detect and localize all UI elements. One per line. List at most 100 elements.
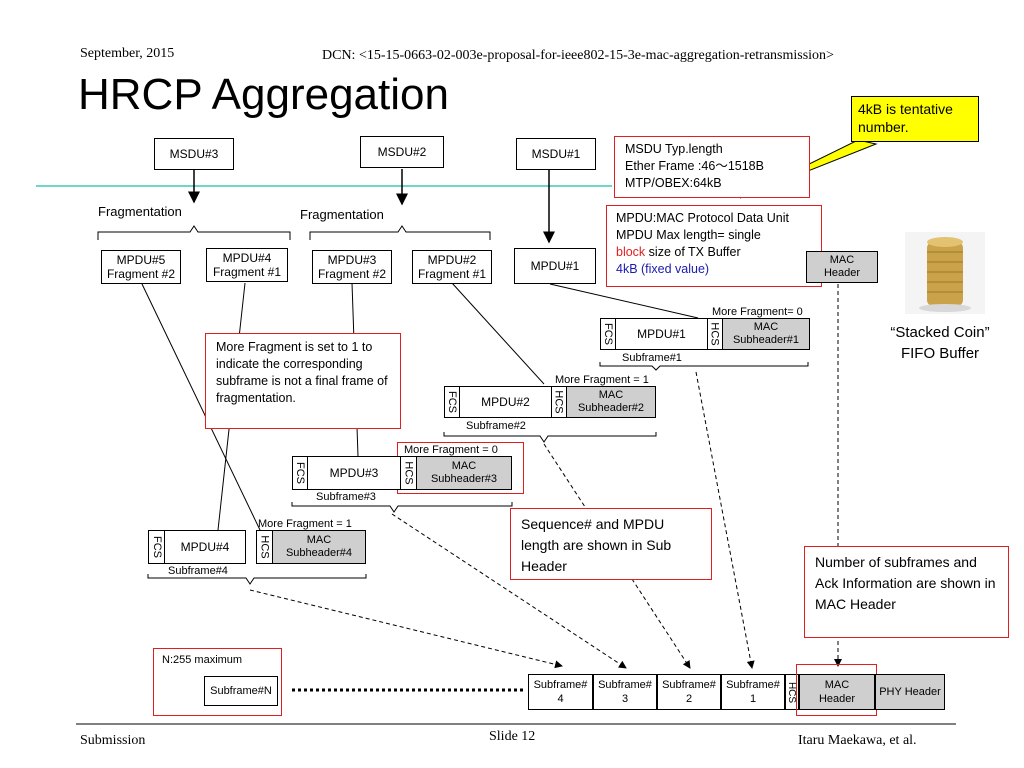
- sequence-note: Sequence# and MPDU length are shown in S…: [510, 508, 712, 580]
- more-fragment-2: More Fragment = 1: [555, 374, 649, 386]
- msdu-typ-line-3: MTP/OBEX:64kB: [625, 176, 722, 190]
- mpdu-4-fragment: Fragment #1: [212, 265, 282, 279]
- fragmentation-label-left: Fragmentation: [98, 204, 182, 219]
- footer-submission: Submission: [80, 733, 146, 748]
- hcs-4-text: HCS: [258, 535, 271, 559]
- fcs-1-text: FCS: [602, 323, 614, 345]
- mac-subheader-3-line-2: Subheader#3: [430, 473, 498, 485]
- fcs-1: FCS: [600, 318, 616, 350]
- mac-subheader-3-line-1: MAC: [451, 460, 477, 472]
- mpdu-2-label: MPDU#2: [427, 253, 477, 267]
- subframe-1-label: Subframe#1: [622, 352, 682, 364]
- msdu-2-box: MSDU#2: [360, 136, 444, 168]
- more-fragment-4: More Fragment = 1: [258, 518, 352, 530]
- msdu-1-box: MSDU#1: [516, 138, 596, 170]
- subframe-2-label: Subframe#2: [466, 420, 526, 432]
- mac-subheader-2-line-2: Subheader#2: [577, 402, 645, 414]
- mac-subheader-2: MAC Subheader#2: [566, 386, 656, 418]
- fcs-3-text: FCS: [294, 462, 306, 484]
- header-date: September, 2015: [80, 46, 175, 61]
- msdu-typ-note: MSDU Typ.length Ether Frame :46〜1518B MT…: [614, 136, 810, 198]
- more-fragment-note: More Fragment is set to 1 to indicate th…: [205, 333, 401, 429]
- subframe-3-mpdu: MPDU#3: [307, 456, 401, 490]
- mpdu-3-fragment: Fragment #2: [317, 267, 387, 281]
- mac-subheader-4: MAC Subheader#4: [272, 530, 366, 564]
- frame-phy-header: PHY Header: [875, 674, 945, 710]
- fcs-3: FCS: [292, 456, 308, 490]
- mac-header-highlight: [796, 664, 877, 716]
- frame-mac-header: MAC Header: [799, 674, 875, 710]
- hcs-3: HCS: [400, 456, 417, 490]
- coin-caption-line-2: FIFO Buffer: [900, 345, 980, 362]
- n255-label: N:255 maximum: [162, 654, 243, 666]
- mpdu-def-line-3: block size of TX Buffer: [616, 244, 812, 261]
- mpdu-4-box: MPDU#4 Fragment #1: [206, 248, 288, 282]
- mac-subheader-1-line-2: Subheader#1: [732, 334, 800, 346]
- mpdu-def-line-2: MPDU Max length= single: [616, 228, 761, 242]
- mac-subheader-4-line-1: MAC: [306, 534, 332, 546]
- hcs-2: HCS: [551, 386, 567, 418]
- fcs-4-text: FCS: [150, 536, 163, 558]
- frame-subframe-3: Subframe# 3: [593, 674, 657, 710]
- coin-caption-line-1: “Stacked Coin”: [890, 324, 990, 341]
- fcs-2: FCS: [444, 386, 460, 418]
- mac-subheader-4-line-2: Subheader#4: [285, 547, 353, 559]
- hcs-4: HCS: [256, 530, 273, 564]
- footer-slide-number: Slide 12: [489, 729, 536, 744]
- fcs-4: FCS: [148, 530, 165, 564]
- subframe-4-mpdu: MPDU#4: [164, 530, 246, 564]
- mpdu-def-line-3-rest: size of TX Buffer: [645, 245, 741, 259]
- mpdu-def-line-1: MPDU:MAC Protocol Data Unit: [616, 211, 789, 225]
- mac-subheader-1: MAC Subheader#1: [722, 318, 810, 350]
- hcs-1: HCS: [707, 318, 723, 350]
- frame-subframe-3-line-2: 3: [621, 693, 629, 705]
- mac-header-top-line-1: MAC: [829, 254, 855, 266]
- hcs-2-text: HCS: [553, 390, 566, 414]
- subframe-n-box: Subframe#N: [204, 676, 278, 706]
- header-dcn: DCN: <15-15-0663-02-003e-proposal-for-ie…: [322, 48, 834, 63]
- mpdu-4-label: MPDU#4: [222, 251, 272, 265]
- frame-subframe-1-line-2: 1: [749, 693, 757, 705]
- more-fragment-1: More Fragment= 0: [712, 306, 803, 318]
- mac-header-top: MAC Header: [806, 251, 878, 283]
- frame-mac-header-line-2: Header: [818, 693, 856, 705]
- number-subframes-note: Number of subframes and Ack Information …: [804, 546, 1009, 638]
- subframe-3-label: Subframe#3: [316, 491, 376, 503]
- page-title: HRCP Aggregation: [78, 70, 449, 119]
- mpdu-2-box: MPDU#2 Fragment #1: [412, 250, 492, 284]
- subframe-4-label: Subframe#4: [168, 565, 228, 577]
- mpdu-1-box: MPDU#1: [514, 248, 596, 284]
- mpdu-5-box: MPDU#5 Fragment #2: [101, 250, 181, 284]
- mpdu-2-fragment: Fragment #1: [417, 267, 487, 281]
- mpdu-3-label: MPDU#3: [327, 253, 377, 267]
- mpdu-3-box: MPDU#3 Fragment #2: [312, 250, 392, 284]
- frame-hcs: HCS: [785, 674, 799, 710]
- mpdu-def-block-word: block: [616, 245, 646, 259]
- tentative-note: 4kB is tentative number.: [851, 96, 979, 142]
- stacked-coin-icon: [905, 232, 985, 314]
- mpdu-5-fragment: Fragment #2: [106, 267, 176, 281]
- hcs-3-text: HCS: [402, 461, 415, 485]
- subframe-2-mpdu: MPDU#2: [459, 386, 552, 418]
- mac-subheader-3: MAC Subheader#3: [416, 456, 512, 490]
- fragmentation-label-right: Fragmentation: [300, 207, 384, 222]
- mpdu-def-line-4: 4kB (fixed value): [616, 262, 710, 276]
- footer-author: Itaru Maekawa, et al.: [798, 733, 917, 748]
- fcs-2-text: FCS: [446, 391, 458, 413]
- frame-subframe-2: Subframe# 2: [657, 674, 721, 710]
- mpdu-5-label: MPDU#5: [116, 253, 166, 267]
- more-fragment-3: More Fragment = 0: [404, 444, 498, 456]
- frame-subframe-4: Subframe# 4: [528, 674, 593, 710]
- hcs-1-text: HCS: [709, 322, 722, 346]
- msdu-typ-line-2: Ether Frame :46〜1518B: [625, 159, 764, 173]
- subframe-1-mpdu: MPDU#1: [615, 318, 708, 350]
- msdu-typ-line-1: MSDU Typ.length: [625, 142, 723, 156]
- frame-subframe-1-line-1: Subframe#: [726, 679, 780, 691]
- frame-mac-header-line-1: MAC: [824, 679, 850, 691]
- frame-subframe-3-line-1: Subframe#: [598, 679, 652, 691]
- frame-subframe-4-line-2: 4: [557, 693, 564, 705]
- frame-subframe-1: Subframe# 1: [721, 674, 785, 710]
- mac-header-top-line-2: Header: [823, 267, 861, 279]
- coin-caption: “Stacked Coin” FIFO Buffer: [880, 322, 1000, 364]
- msdu-3-box: MSDU#3: [154, 138, 234, 170]
